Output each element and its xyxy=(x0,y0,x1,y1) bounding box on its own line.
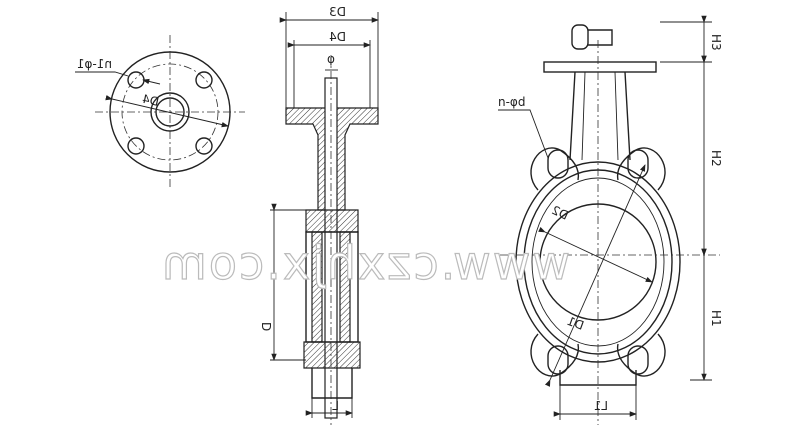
nominal-diameter-label: D xyxy=(259,322,273,331)
lug-pcd-label: D1 xyxy=(565,314,586,333)
top-flange-outer-label: D3 xyxy=(329,5,346,19)
side-section-view: D3 D4 φ D L xyxy=(259,5,379,425)
height-top-label: H3 xyxy=(709,34,723,51)
flange-pcd-label: D4 xyxy=(141,92,160,109)
watermark-url: www.czxhjx.com xyxy=(159,235,570,290)
front-view: D2 D1 n-φd H3 H2 H1 L1 xyxy=(498,15,723,425)
body-length-label: L xyxy=(332,399,339,413)
lug-width-label: L1 xyxy=(594,399,608,413)
flange-holes-label: n1-φ1 xyxy=(77,57,112,71)
lug-holes-label: n-φd xyxy=(498,95,525,109)
height-lower-label: H1 xyxy=(709,310,723,327)
inner-diameter-label: D2 xyxy=(549,203,570,223)
flange-top-view: n1-φ1 D4 xyxy=(75,35,245,190)
height-upper-label: H2 xyxy=(709,150,723,167)
top-flange-pcd-label: D4 xyxy=(329,30,346,44)
